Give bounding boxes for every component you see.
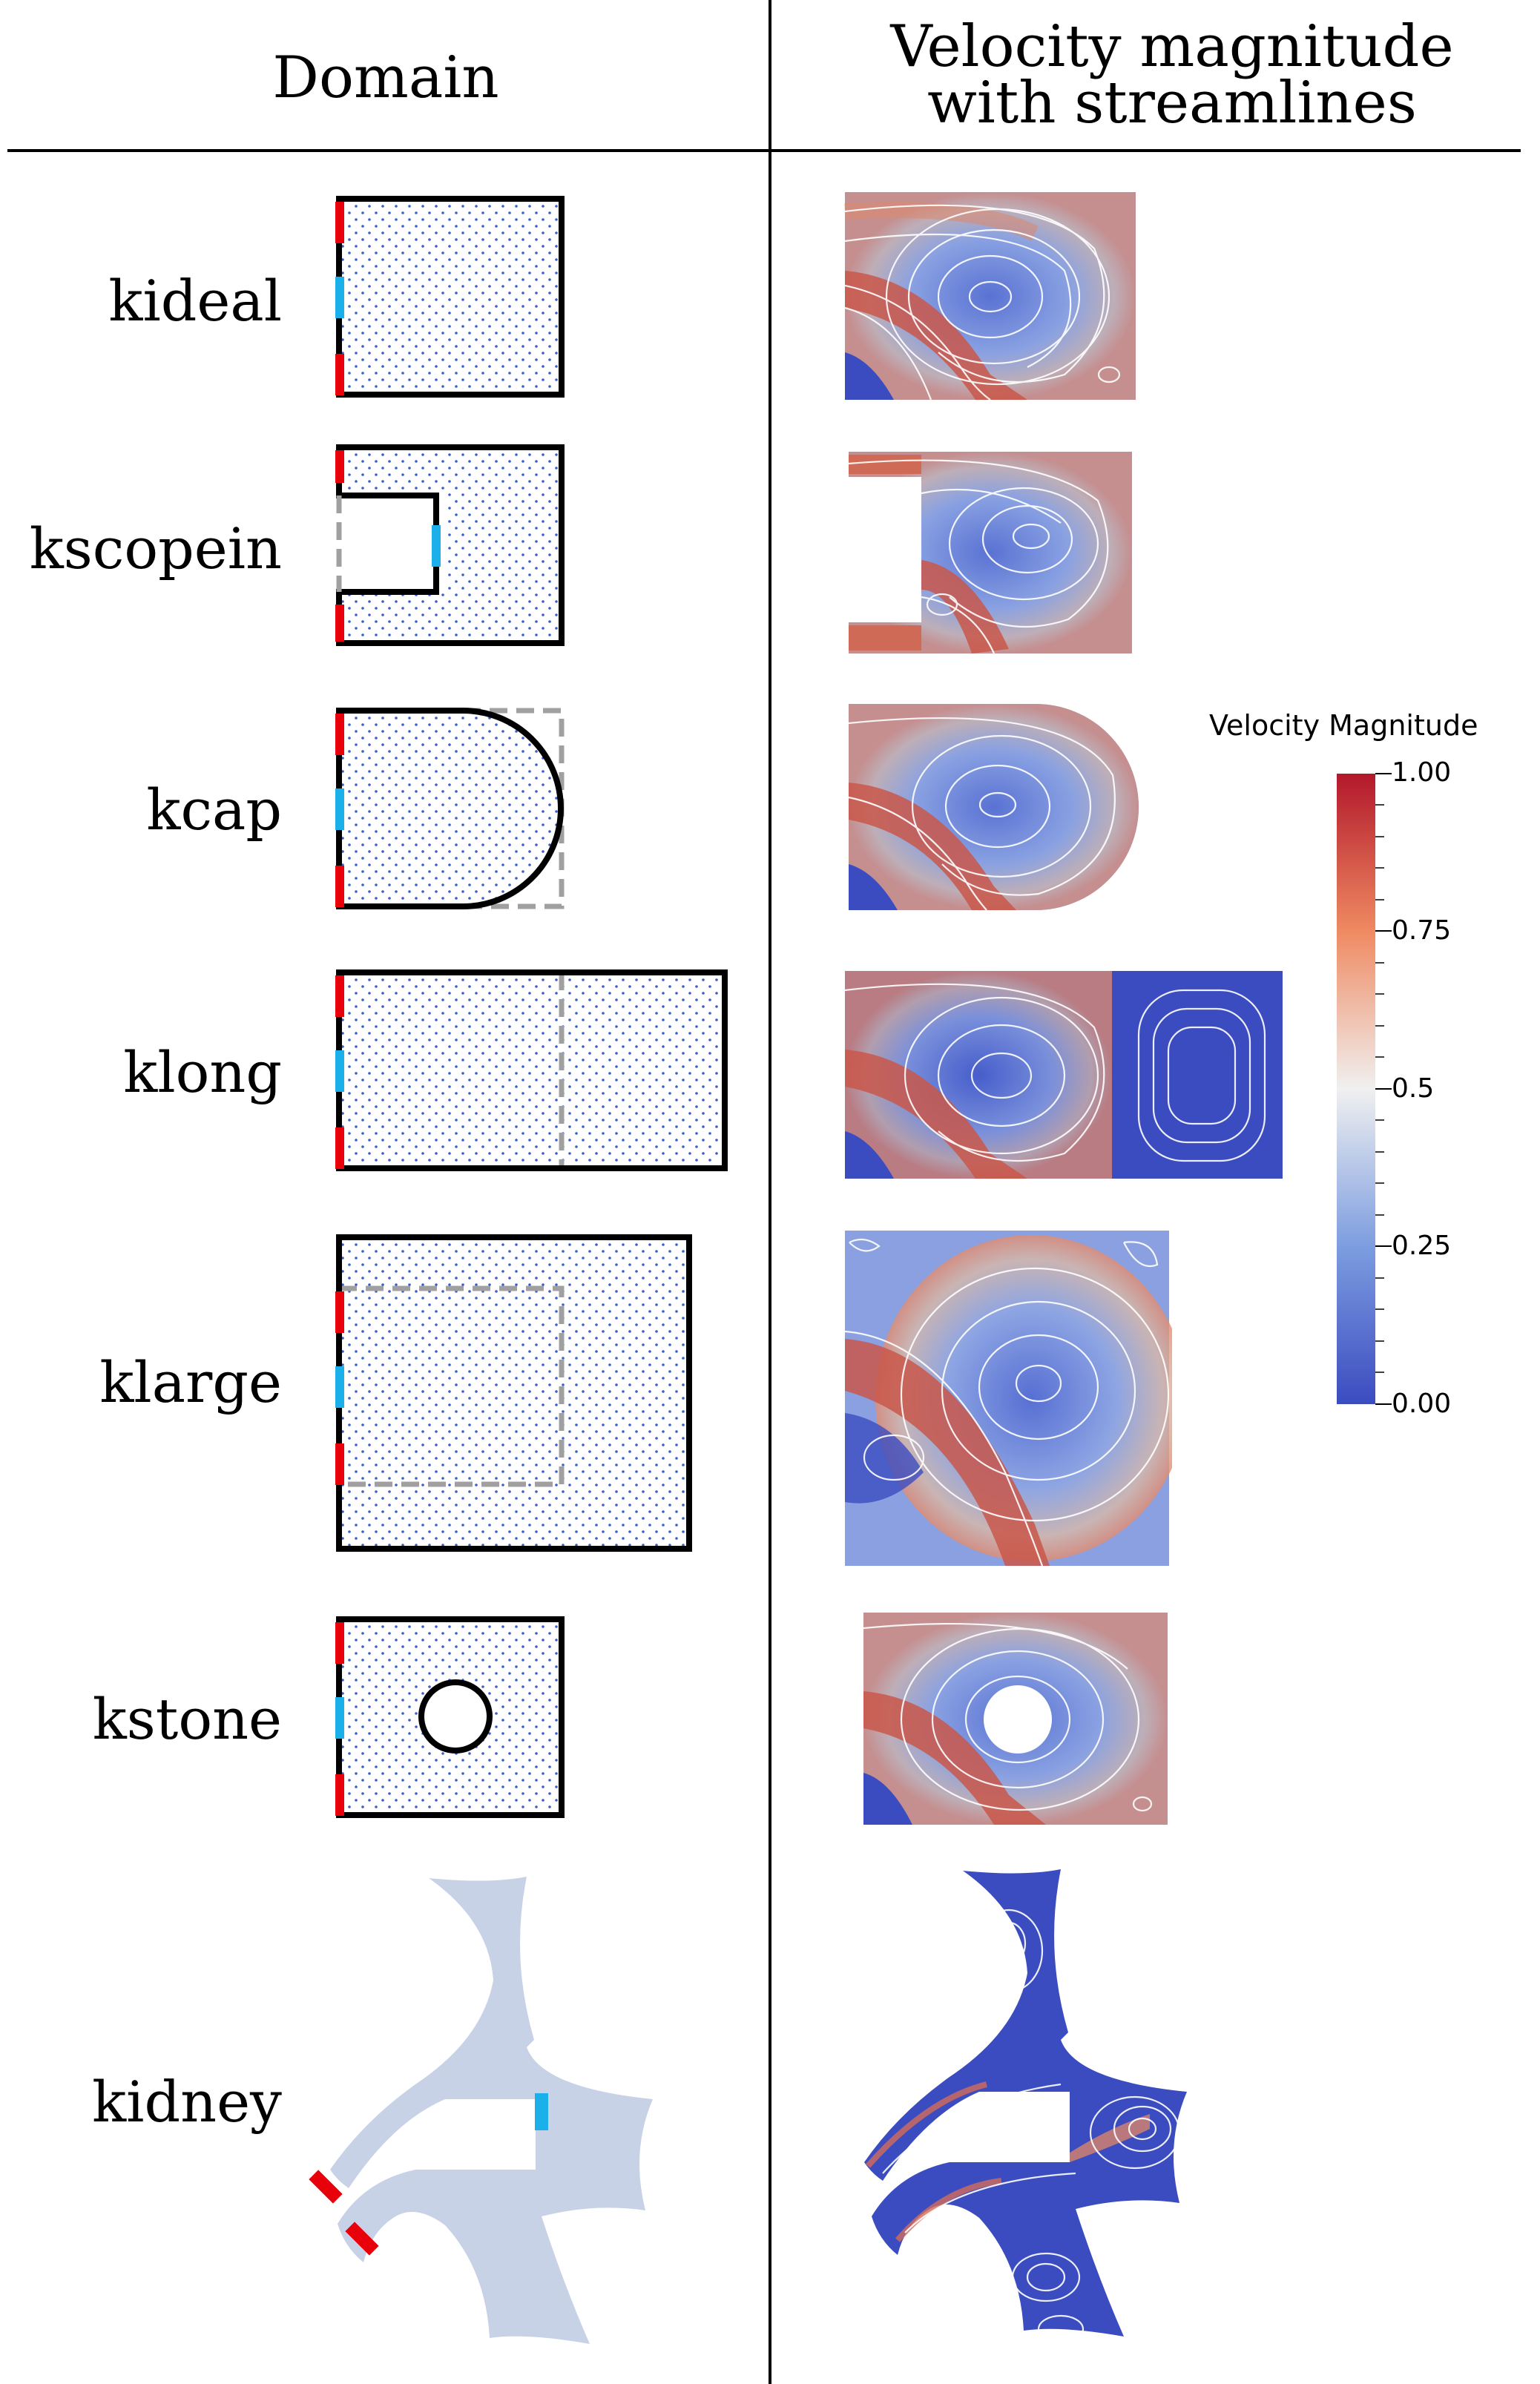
row-label-kidney: kidney [92, 2069, 282, 2135]
domain-kstone [335, 1616, 565, 1818]
domain-header: Domain [272, 45, 499, 111]
velocity-kidney [864, 1869, 1187, 2344]
outlet-marker [335, 1291, 344, 1333]
domain-kscopein [335, 444, 565, 646]
velocity-klong [844, 971, 1283, 1179]
row-label-klarge: klarge [99, 1349, 282, 1415]
inlet-marker [335, 1050, 344, 1092]
domain-klong [335, 969, 728, 1171]
velocity-kstone [863, 1613, 1168, 1825]
outlet-marker [345, 2222, 379, 2256]
outlet-marker [335, 1443, 344, 1485]
colorbar-tick-label: 0.5 [1392, 1073, 1435, 1104]
outlet-marker [335, 714, 344, 755]
inlet-marker [432, 525, 441, 567]
domain-kideal [335, 196, 565, 398]
column-divider [769, 0, 771, 2384]
outlet-marker [335, 1127, 344, 1169]
domain-klarge [335, 1234, 692, 1552]
colorbar-tick-label: 0.75 [1392, 915, 1452, 946]
velocity-header-line1: Velocity magnitude [890, 13, 1454, 80]
row-label-kscopein: kscopein [29, 516, 282, 582]
outlet-marker [335, 975, 344, 1017]
row-label-kideal: kideal [108, 268, 282, 334]
outlet-marker [335, 605, 344, 642]
colorbar [1337, 773, 1392, 1405]
inlet-marker [535, 2093, 548, 2130]
row-label-kstone: kstone [92, 1686, 282, 1752]
inlet-marker [335, 277, 344, 318]
velocity-kideal [844, 192, 1136, 401]
colorbar-tick-label: 0.25 [1392, 1231, 1452, 1261]
outlet-marker [335, 354, 344, 395]
domain-kidney [309, 1877, 653, 2344]
inlet-marker [335, 1697, 344, 1739]
velocity-klarge [844, 1231, 1172, 1567]
outlet-marker [335, 1774, 344, 1816]
velocity-kscopein [846, 452, 1132, 654]
velocity-kcap [848, 704, 1139, 911]
row-label-klong: klong [123, 1039, 282, 1105]
inlet-marker [335, 1366, 344, 1408]
header-divider [7, 149, 1521, 152]
colorbar-tick-label: 0.00 [1392, 1389, 1452, 1419]
colorbar-title: Velocity Magnitude [1209, 709, 1478, 742]
outlet-marker [335, 1622, 344, 1664]
outlet-marker [335, 866, 344, 907]
domain-kcap [335, 708, 565, 909]
velocity-header-line2: with streamlines [927, 70, 1417, 136]
colorbar-tick-label: 1.00 [1392, 757, 1452, 788]
outlet-marker [335, 450, 344, 483]
outlet-marker [335, 202, 344, 243]
outlet-marker [309, 2170, 343, 2204]
inlet-marker [335, 788, 344, 830]
row-label-kcap: kcap [146, 777, 282, 843]
